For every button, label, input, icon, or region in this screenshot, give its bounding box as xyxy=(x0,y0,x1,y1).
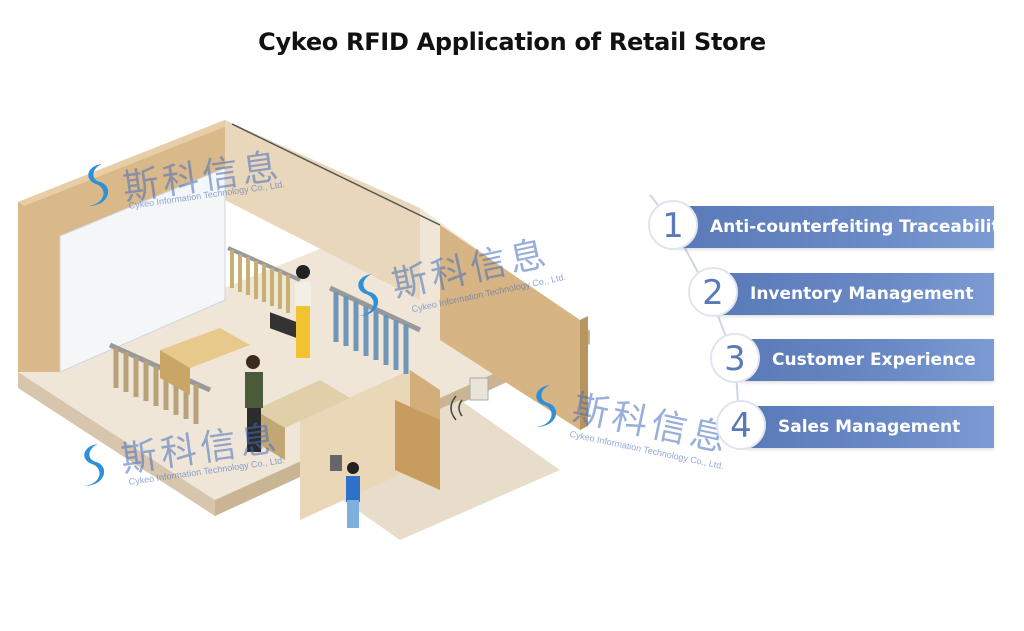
feature-item-2: 2 Inventory Management xyxy=(688,267,994,317)
rfid-antenna-panel xyxy=(469,377,489,401)
customer-figure-yellow xyxy=(295,265,311,358)
back-wall xyxy=(225,120,420,300)
customer-figure-blue xyxy=(346,462,360,528)
feature-number: 3 xyxy=(710,333,760,383)
glass-front xyxy=(59,167,226,373)
checkout-counter-top xyxy=(255,380,350,428)
feature-number: 4 xyxy=(716,400,766,450)
checkout-counter-side xyxy=(255,410,285,460)
back-wall-left-top xyxy=(18,120,232,206)
feature-label: Anti-counterfeiting Traceability xyxy=(678,206,1011,248)
feature-item-3: 3 Customer Experience xyxy=(710,333,994,383)
clothing-rack-back xyxy=(227,246,301,313)
right-wall-front xyxy=(580,316,588,430)
feature-number: 1 xyxy=(648,200,698,250)
floor-base xyxy=(18,372,215,516)
feature-label: Customer Experience xyxy=(740,339,994,381)
page-title: Cykeo RFID Application of Retail Store xyxy=(258,28,766,56)
feature-item-1: 1 Anti-counterfeiting Traceability xyxy=(648,200,1011,250)
feature-label: Sales Management xyxy=(746,406,994,448)
rfid-reader-box xyxy=(270,312,300,340)
rfid-signal-waves xyxy=(450,395,463,421)
fitting-door xyxy=(395,400,440,490)
staff-figure xyxy=(245,355,263,452)
feature-number: 2 xyxy=(688,267,738,317)
display-table xyxy=(160,328,250,368)
right-wall xyxy=(440,225,580,430)
ceiling-line xyxy=(231,123,441,226)
display-table-side xyxy=(160,350,190,395)
feature-item-4: 4 Sales Management xyxy=(716,400,994,450)
feature-label: Inventory Management xyxy=(718,273,994,315)
fitting-mirror xyxy=(330,455,342,471)
